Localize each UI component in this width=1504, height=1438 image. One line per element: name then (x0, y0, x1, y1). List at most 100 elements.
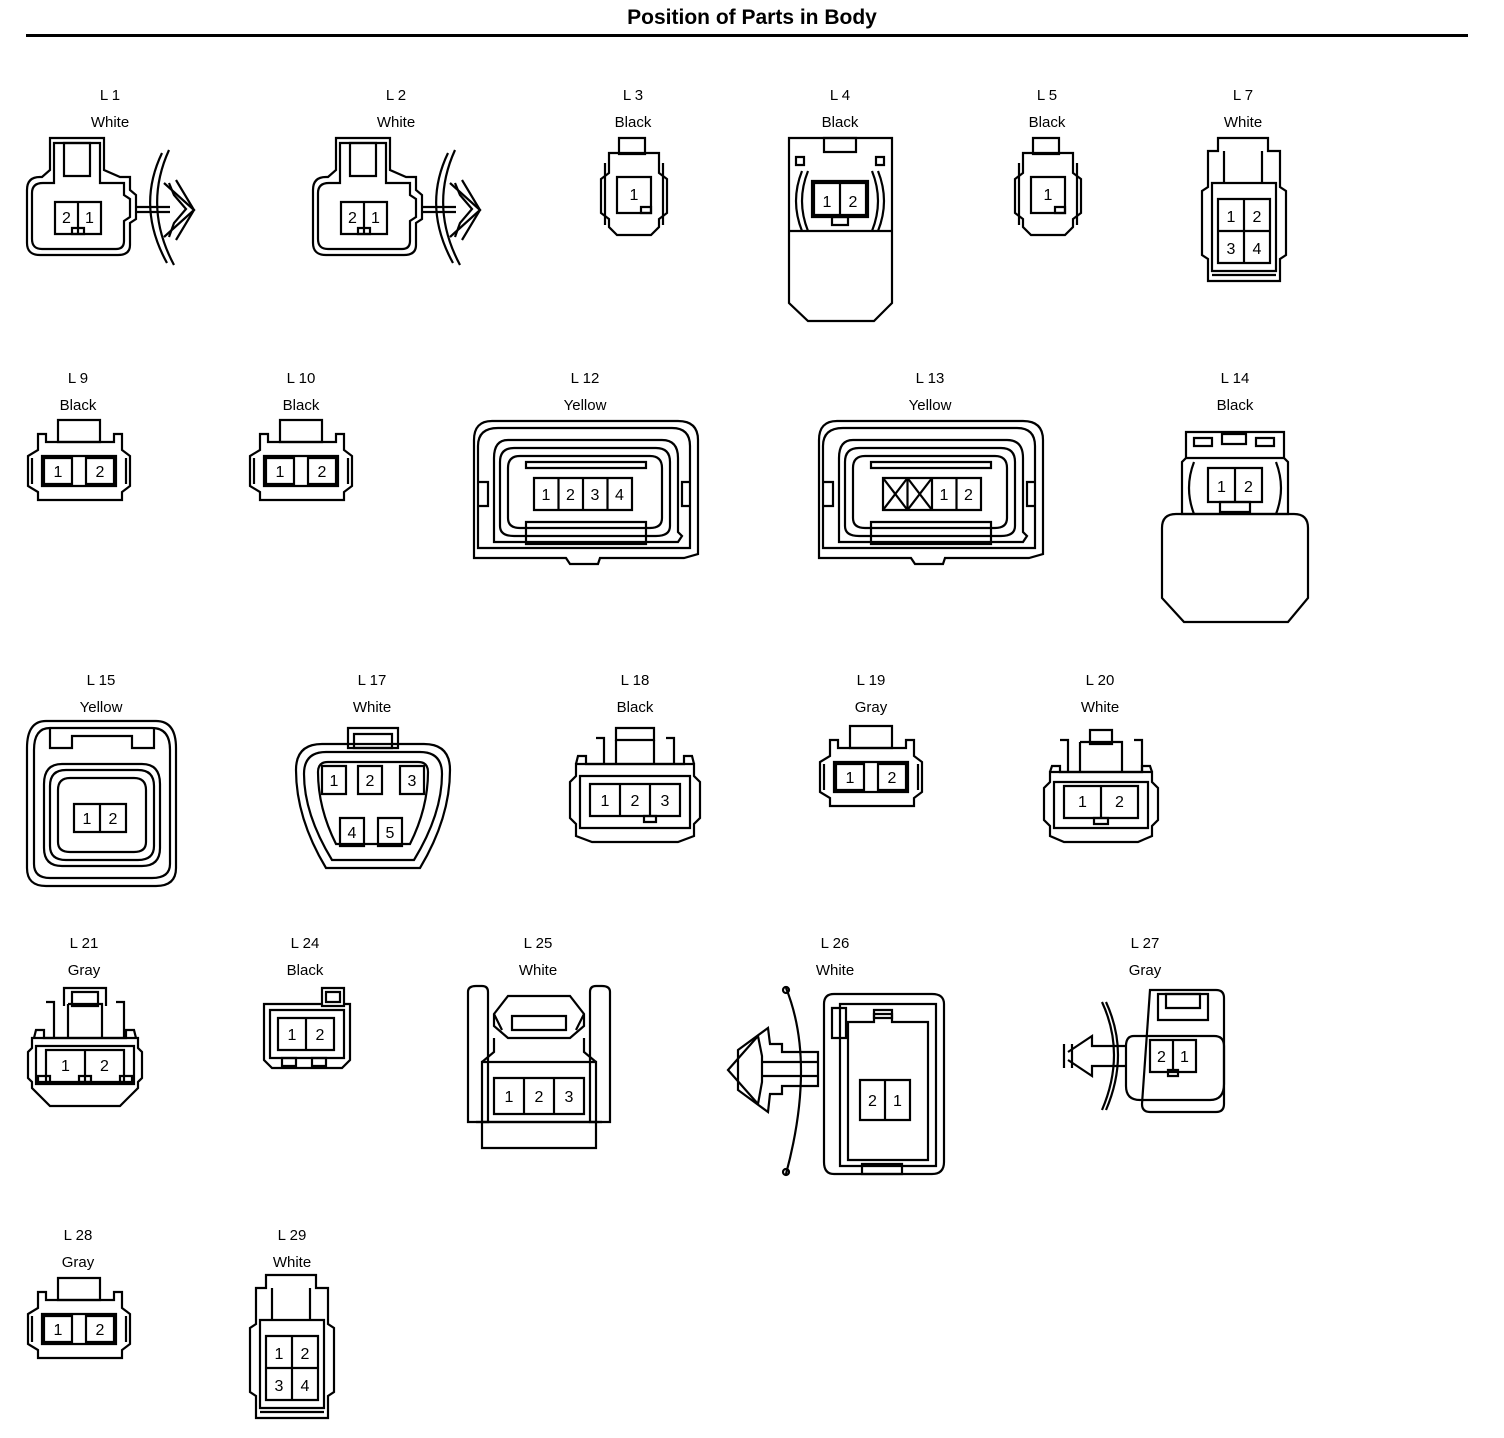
connector-id: L 24 (290, 935, 320, 952)
connector-id: L 26 (820, 935, 850, 952)
connector-L14-drawing: 1 2 (1158, 418, 1313, 628)
connector-color: Yellow (908, 397, 952, 414)
pin-label: 2 (1253, 209, 1262, 226)
connector-id: L 19 (856, 672, 886, 689)
pin-label: 1 (1227, 209, 1236, 226)
pin-label: 2 (535, 1089, 544, 1106)
connector-L25-drawing: 1 2 3 (464, 982, 614, 1154)
pin-label: 1 (846, 770, 855, 787)
pin-label: 2 (1157, 1049, 1166, 1066)
pin-label: 1 (1078, 794, 1087, 811)
pin-label: 2 (849, 194, 858, 211)
connector-L21-drawing: 1 2 (24, 982, 146, 1110)
connector-color: White (1223, 114, 1263, 131)
connector-id: L 20 (1085, 672, 1115, 689)
pin-label: 2 (96, 464, 105, 481)
connector-color: Gray (61, 1254, 95, 1271)
pin-label: 2 (631, 793, 640, 810)
pin-label: 4 (615, 487, 624, 504)
connector-color: Gray (854, 699, 888, 716)
pin-label: 1 (601, 793, 610, 810)
connector-L1-drawing: 2 1 (24, 135, 199, 270)
pin-label: 2 (316, 1027, 325, 1044)
pin-label: 3 (408, 773, 417, 790)
connector-id: L 14 (1220, 370, 1250, 387)
pin-label: 1 (288, 1027, 297, 1044)
connector-L10-drawing: 1 2 (246, 416, 356, 506)
pin-label: 1 (1217, 479, 1226, 496)
pin-label: 2 (96, 1322, 105, 1339)
connector-color: Black (821, 114, 859, 131)
connector-L15-drawing: 1 2 (24, 718, 180, 890)
connector-id: L 4 (829, 87, 851, 104)
connector-id: L 25 (523, 935, 553, 952)
connector-L4-drawing: 1 2 (784, 135, 899, 327)
pin-label: 2 (109, 811, 118, 828)
connector-L7-drawing: 1 2 3 4 (1198, 135, 1290, 287)
pin-label: 2 (100, 1058, 109, 1075)
connector-id: L 12 (570, 370, 600, 387)
connector-color: Black (1028, 114, 1066, 131)
connector-L3-drawing: 1 (597, 135, 672, 240)
pin-label: 1 (630, 187, 639, 204)
pin-label: 2 (301, 1346, 310, 1363)
connector-color: White (1080, 699, 1120, 716)
connector-color: White (376, 114, 416, 131)
pin-label: 1 (275, 1346, 284, 1363)
connector-color: White (352, 699, 392, 716)
connector-color: Black (282, 397, 320, 414)
pin-label: 2 (1115, 794, 1124, 811)
pin-label: 3 (275, 1378, 284, 1395)
pin-label: 2 (62, 210, 71, 227)
title-rule (26, 34, 1468, 37)
connector-id: L 1 (99, 87, 121, 104)
pin-label: 1 (371, 210, 380, 227)
pin-label: 1 (54, 1322, 63, 1339)
pin-label: 3 (591, 487, 600, 504)
connector-L27-drawing: 2 1 (1058, 984, 1233, 1116)
pin-label: 3 (565, 1089, 574, 1106)
connector-L20-drawing: 1 2 (1040, 726, 1162, 846)
pin-label: 2 (964, 487, 973, 504)
connector-color: Black (286, 962, 324, 979)
connector-L5-drawing: 1 (1011, 135, 1086, 240)
pin-label: 1 (61, 1058, 70, 1075)
connector-L9-drawing: 1 2 (24, 416, 134, 506)
connector-id: L 28 (63, 1227, 93, 1244)
pin-label: 1 (330, 773, 339, 790)
pin-label: 1 (54, 464, 63, 481)
connector-L28-drawing: 1 2 (24, 1274, 134, 1364)
pin-label: 4 (348, 825, 357, 842)
connector-id: L 18 (620, 672, 650, 689)
pin-label: 1 (85, 210, 94, 227)
pin-label: 1 (1180, 1049, 1189, 1066)
pin-label: 4 (301, 1378, 310, 1395)
connector-color: Black (616, 699, 654, 716)
page-title: Position of Parts in Body (627, 6, 877, 29)
pin-label: 1 (893, 1093, 902, 1110)
connector-id: L 10 (286, 370, 316, 387)
pin-label: 2 (366, 773, 375, 790)
pin-label: 1 (276, 464, 285, 481)
connector-color: Gray (1128, 962, 1162, 979)
connector-L17-drawing: 1 2 3 4 5 (292, 722, 454, 874)
connector-L24-drawing: 1 2 (258, 984, 354, 1074)
connector-id: L 15 (86, 672, 116, 689)
connector-id: L 13 (915, 370, 945, 387)
pin-label: 2 (888, 770, 897, 787)
connector-color: Black (614, 114, 652, 131)
connector-id: L 29 (277, 1227, 307, 1244)
connector-color: White (518, 962, 558, 979)
pin-label: 1 (83, 811, 92, 828)
pin-label: 2 (566, 487, 575, 504)
pin-label: 1 (542, 487, 551, 504)
pin-label: 2 (868, 1093, 877, 1110)
pin-label: 3 (661, 793, 670, 810)
connector-L2-drawing: 2 1 (310, 135, 485, 270)
pin-label: 4 (1253, 241, 1262, 258)
pin-label: 3 (1227, 241, 1236, 258)
connector-color: White (90, 114, 130, 131)
connector-id: L 21 (69, 935, 99, 952)
pin-label: 5 (386, 825, 395, 842)
connector-id: L 5 (1036, 87, 1058, 104)
